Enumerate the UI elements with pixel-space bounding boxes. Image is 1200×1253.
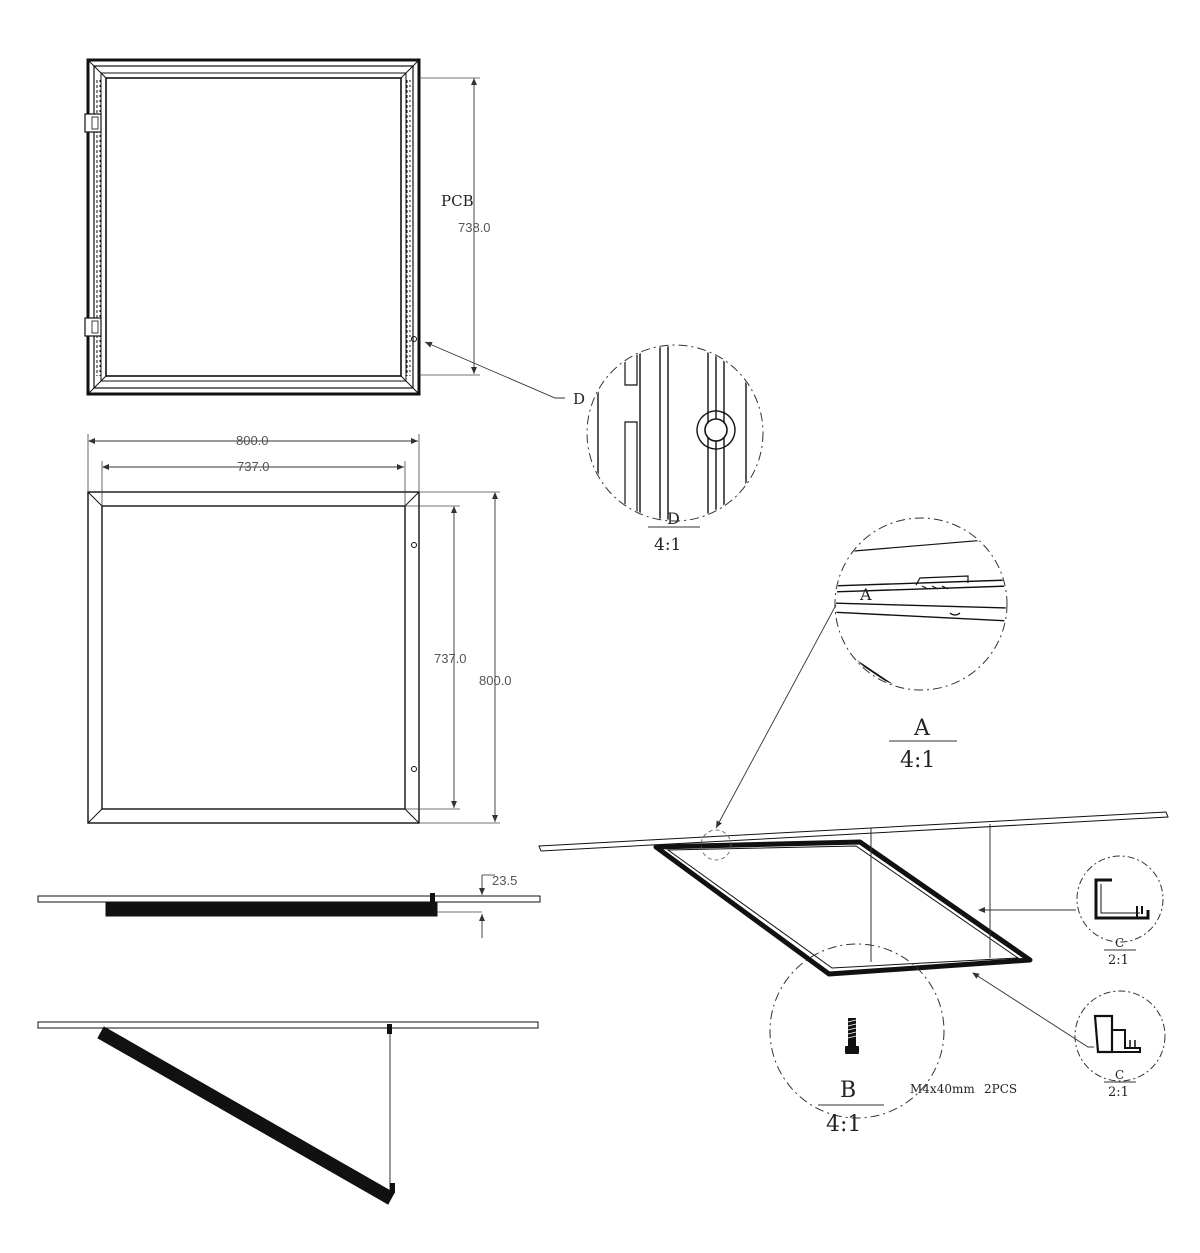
dim-800-height-line — [419, 491, 500, 824]
front-screw-hole-top — [411, 542, 417, 548]
dim-738-text: 738.0 — [458, 220, 491, 235]
side-view-installed — [37, 874, 541, 938]
pcb-label: PCB — [441, 192, 474, 210]
detail-b-circle — [769, 943, 945, 1119]
side-view-open — [37, 1021, 539, 1205]
screw-quantity: 2PCS — [984, 1082, 1017, 1096]
dim-737-width-text: 737.0 — [237, 459, 270, 474]
led-strip-right — [406, 80, 411, 376]
detail-d-circle — [586, 344, 764, 528]
callout-d-label: D — [573, 390, 585, 408]
detail-d-label: D — [667, 509, 680, 528]
top-view-back-panel — [84, 58, 421, 396]
detail-c2-circle — [1074, 990, 1166, 1083]
detail-c1-label: C — [1115, 936, 1124, 950]
dim-800-width-text: 800.0 — [236, 433, 269, 448]
dim-737-height-text: 737.0 — [434, 651, 467, 666]
dim-737-width-line — [101, 461, 406, 506]
detail-c1-circle — [1076, 855, 1164, 951]
detail-a-scale: 4:1 — [900, 748, 935, 773]
dim-800-width-line — [87, 434, 420, 492]
dim-23-5-text: 23.5 — [492, 873, 517, 888]
dim-737-height-line — [405, 505, 460, 810]
dim-800-height-text: 800.0 — [479, 673, 512, 688]
screw-hole-d — [411, 336, 417, 342]
hinge-bottom — [84, 317, 102, 337]
screw-icon — [845, 1018, 859, 1054]
leader-d — [424, 341, 565, 399]
detail-c1-scale: 2:1 — [1108, 953, 1129, 968]
detail-b-scale: 4:1 — [826, 1112, 861, 1137]
front-screw-hole-bottom — [411, 766, 417, 772]
detail-d-scale: 4:1 — [654, 535, 681, 555]
detail-c2-label: C — [1115, 1068, 1124, 1082]
detail-a-label: A — [913, 716, 931, 741]
detail-c2-scale: 2:1 — [1108, 1085, 1129, 1100]
isometric-view — [538, 604, 1169, 1048]
hinge-top — [84, 113, 102, 133]
detail-a-circle — [834, 517, 1008, 742]
dim-738-line — [419, 77, 480, 376]
front-view-panel — [87, 491, 420, 824]
detail-a-inner-label: A — [859, 585, 872, 604]
screw-spec: M4x40mm — [910, 1082, 975, 1096]
detail-b-label: B — [840, 1078, 856, 1103]
